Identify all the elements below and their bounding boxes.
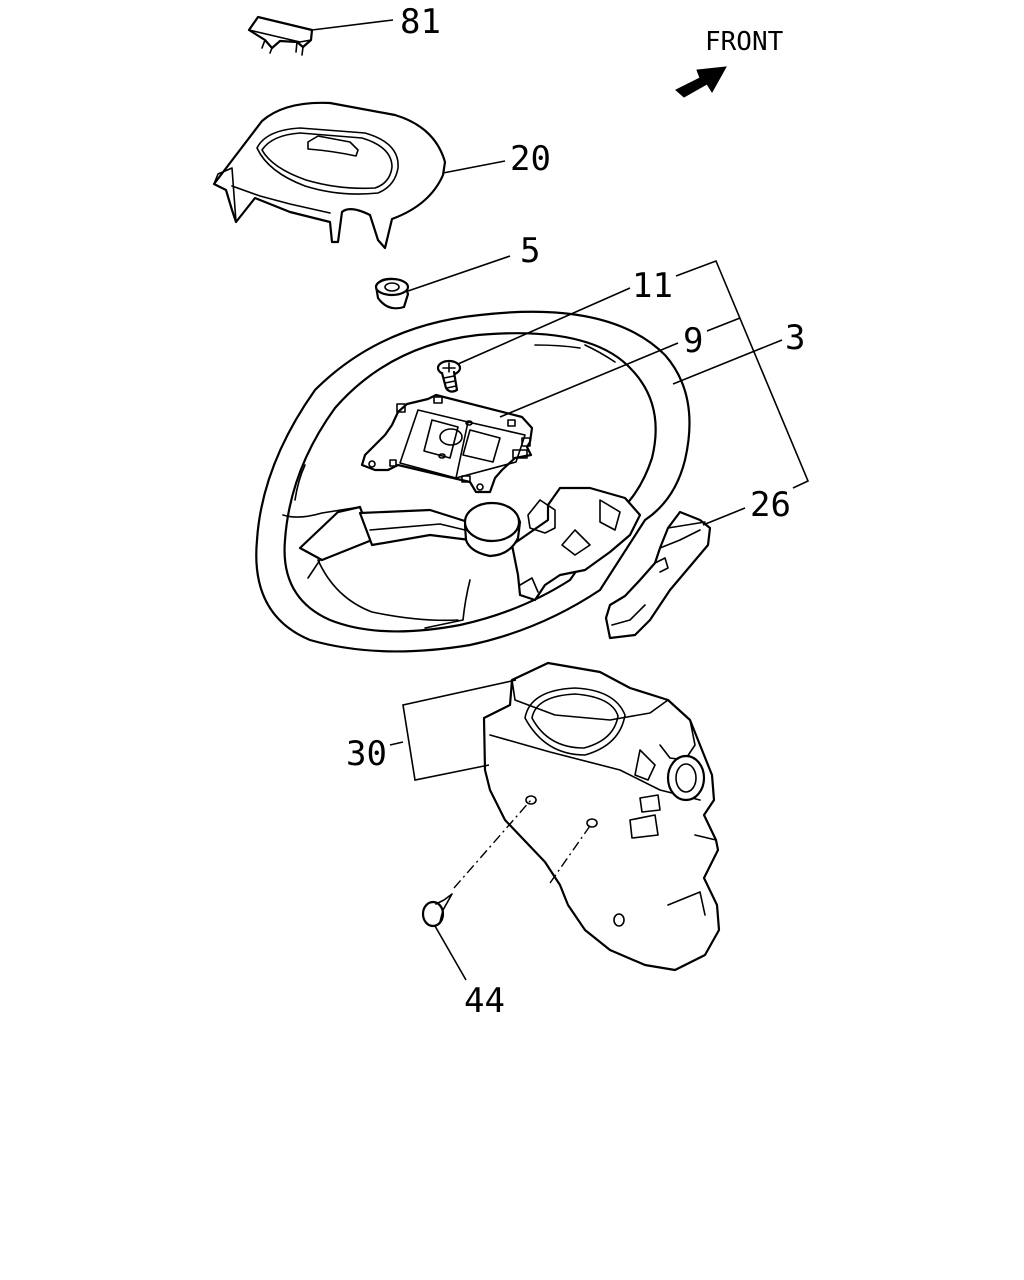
part-5-nut: [374, 277, 410, 310]
callout-26: 26: [750, 485, 791, 525]
part-44-screw: [421, 893, 453, 928]
front-label: FRONT: [705, 27, 784, 57]
part-26-lower-cover: [604, 510, 712, 640]
part-30-column-cover: [482, 661, 721, 972]
callout-3: 3: [785, 318, 805, 358]
callout-9: 9: [683, 321, 703, 361]
part-9-contact-plate: [360, 393, 534, 494]
callout-20: 20: [510, 139, 551, 179]
callout-81: 81: [400, 2, 441, 42]
part-20-horn-pad: [212, 101, 447, 250]
part-3-steering-wheel: [255, 310, 691, 653]
callout-30: 30: [346, 734, 387, 774]
callout-11: 11: [632, 266, 673, 306]
part-81-clip: [247, 15, 314, 56]
callout-5: 5: [520, 231, 540, 271]
part-11-bolt: [436, 359, 462, 393]
callout-44: 44: [464, 981, 505, 1021]
front-arrow-icon: [675, 66, 727, 98]
